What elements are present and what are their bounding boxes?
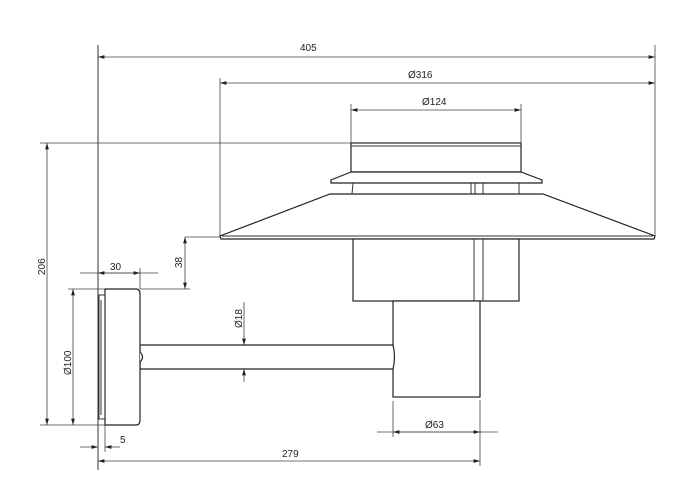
- lamp-outline: [97, 45, 656, 470]
- dim-plate-diameter: Ø100: [63, 350, 74, 375]
- dim-projection: 279: [282, 449, 299, 460]
- top-cap: [350, 142, 522, 173]
- stem: [392, 300, 481, 398]
- dim-overall-width: 405: [300, 43, 317, 54]
- mounting-bracket: [98, 294, 106, 420]
- dim-shade-offset: 38: [174, 256, 185, 268]
- dim-plate-depth: 30: [110, 262, 122, 273]
- arm: [139, 344, 396, 370]
- dim-stem-diameter: Ø63: [425, 420, 444, 431]
- main-shade: [219, 193, 656, 240]
- dim-overall-height: 206: [37, 258, 48, 275]
- dimensions: 405 Ø316 Ø124 206 30 38 Ø100 Ø18 5 279: [37, 43, 656, 466]
- dim-mount-gap: 5: [120, 435, 126, 446]
- dim-shade-diameter: Ø316: [408, 70, 433, 81]
- wall-plate: [104, 288, 141, 426]
- upper-shade: [330, 171, 543, 184]
- dim-arm-diameter: Ø18: [234, 309, 245, 328]
- dim-cap-diameter: Ø124: [422, 97, 447, 108]
- lower-housing: [352, 238, 520, 302]
